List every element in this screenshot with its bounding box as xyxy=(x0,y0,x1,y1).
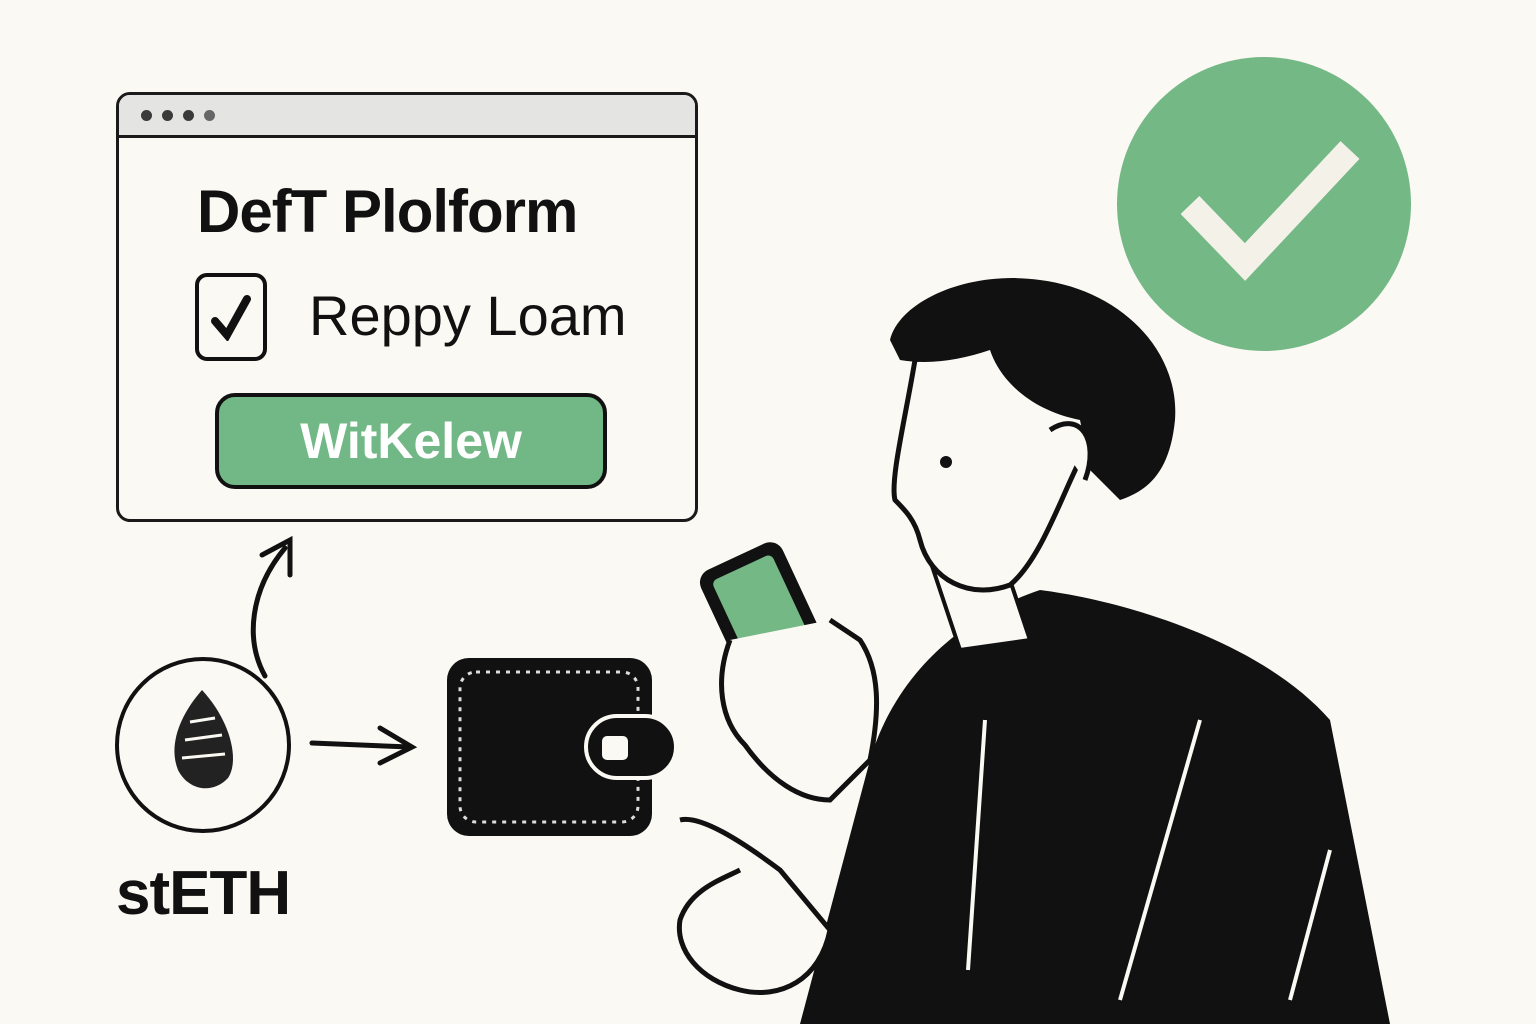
checkmark-icon xyxy=(211,295,251,341)
withdraw-button[interactable]: WitKelew xyxy=(215,393,607,489)
platform-title: DefT Plolform xyxy=(197,178,578,245)
repay-loan-checkbox[interactable] xyxy=(195,273,267,361)
steth-coin-icon xyxy=(115,657,291,833)
window-dot-icon[interactable] xyxy=(162,109,173,121)
success-check-icon xyxy=(1117,57,1411,351)
token-label: stETH xyxy=(116,859,291,928)
person-illustration xyxy=(676,278,1390,1024)
window-dot-icon[interactable] xyxy=(204,109,215,121)
window-dot-icon[interactable] xyxy=(141,109,152,121)
wallet-icon xyxy=(447,658,678,836)
checkbox-label: Reppy Loam xyxy=(309,284,627,347)
arrow-to-platform xyxy=(250,535,293,679)
browser-window: DefT Plolform Reppy Loam WitKelew xyxy=(116,92,698,522)
window-titlebar xyxy=(119,95,695,138)
arrow-to-wallet xyxy=(309,725,418,766)
window-dot-icon[interactable] xyxy=(183,109,194,121)
